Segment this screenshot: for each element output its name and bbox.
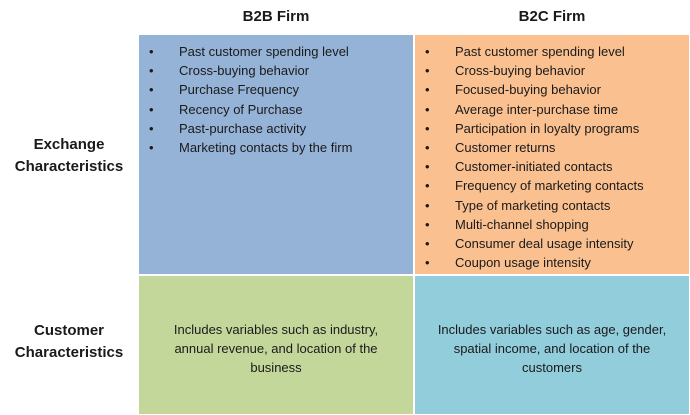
b2b-customer-line-3: business bbox=[250, 360, 302, 375]
list-item: Consumer deal usage intensity bbox=[415, 234, 689, 253]
b2c-exchange-list: Past customer spending level Cross-buyin… bbox=[415, 35, 689, 273]
b2b-exchange-list: Past customer spending level Cross-buyin… bbox=[139, 35, 413, 157]
cell-b2b-exchange: Past customer spending level Cross-buyin… bbox=[138, 34, 414, 275]
list-item: Past-purchase activity bbox=[139, 119, 413, 138]
list-item: Cross-buying behavior bbox=[415, 61, 689, 80]
list-item: Customer returns bbox=[415, 138, 689, 157]
list-item: Focused-buying behavior bbox=[415, 80, 689, 99]
row-header-customer-line-1: Customer bbox=[33, 322, 104, 339]
list-item: Past customer spending level bbox=[415, 42, 689, 61]
list-item: Purchase Frequency bbox=[139, 80, 413, 99]
b2b-customer-text: Includes variables such as industry, ann… bbox=[139, 320, 413, 377]
cell-b2b-customer: Includes variables such as industry, ann… bbox=[138, 275, 414, 415]
list-item: Multi-channel shopping bbox=[415, 215, 689, 234]
row-header-exchange-line-1: Exchange bbox=[33, 136, 105, 153]
list-item: Average inter-purchase time bbox=[415, 100, 689, 119]
list-item: Recency of Purchase bbox=[139, 100, 413, 119]
b2c-customer-line-2: spatial income, and location of the bbox=[453, 341, 651, 356]
column-header-b2c: B2C Firm bbox=[518, 8, 586, 25]
list-item: Participation in loyalty programs bbox=[415, 119, 689, 138]
list-item: Marketing contacts by the firm bbox=[139, 138, 413, 157]
list-item: Type of marketing contacts bbox=[415, 196, 689, 215]
row-header-customer: Customer Characteristics bbox=[0, 320, 138, 364]
cell-b2c-exchange: Past customer spending level Cross-buyin… bbox=[414, 34, 690, 275]
row-header-exchange-line-2: Characteristics bbox=[14, 158, 124, 175]
row-header-customer-line-2: Characteristics bbox=[14, 344, 124, 361]
cell-b2c-customer: Includes variables such as age, gender, … bbox=[414, 275, 690, 415]
list-item: Cross-buying behavior bbox=[139, 61, 413, 80]
b2b-customer-line-2: annual revenue, and location of the bbox=[174, 341, 378, 356]
b2c-customer-line-3: customers bbox=[522, 360, 582, 375]
list-item: Frequency of marketing contacts bbox=[415, 176, 689, 195]
row-header-exchange: Exchange Characteristics bbox=[0, 134, 138, 178]
list-item: Past customer spending level bbox=[139, 42, 413, 61]
b2b-customer-line-1: Includes variables such as industry, bbox=[173, 322, 379, 337]
b2c-customer-text: Includes variables such as age, gender, … bbox=[415, 320, 689, 377]
list-item: Coupon usage intensity bbox=[415, 253, 689, 272]
column-header-b2b: B2B Firm bbox=[242, 8, 310, 25]
list-item: Customer-initiated contacts bbox=[415, 157, 689, 176]
b2c-customer-line-1: Includes variables such as age, gender, bbox=[437, 322, 667, 337]
